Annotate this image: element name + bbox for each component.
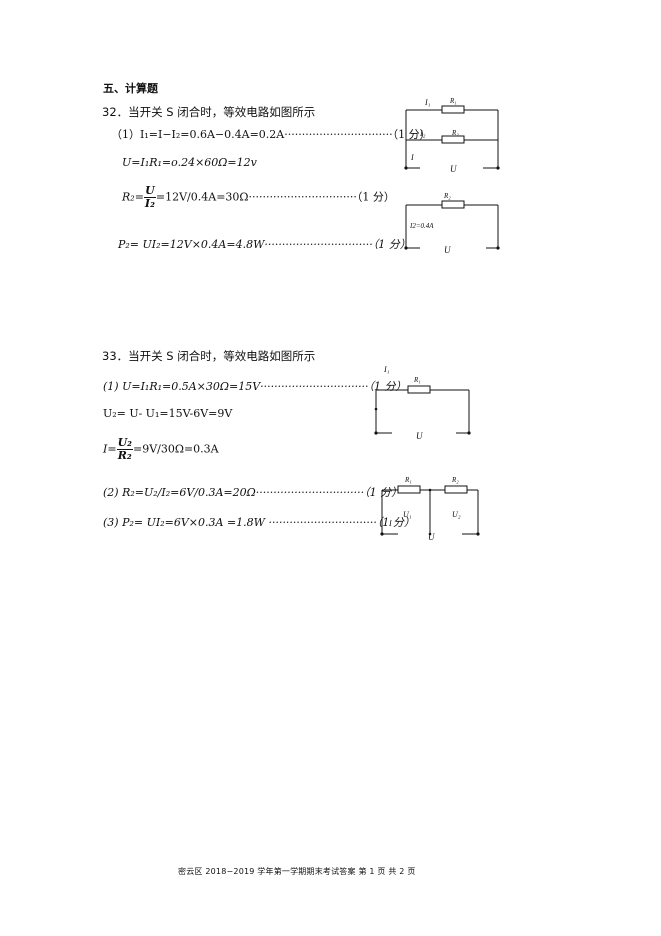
- label-r1: R₁: [404, 476, 412, 484]
- resistor-r1: [441, 105, 465, 114]
- q33-line3-lhs: I=: [103, 442, 117, 456]
- q32-fraction-denominator: I₂: [144, 197, 155, 210]
- resistor-r2: [441, 135, 465, 144]
- q32-line4: P₂= UI₂=12V×0.4A=4.8W···················…: [118, 238, 411, 251]
- resistor-r1: [407, 385, 431, 394]
- label-u: U: [444, 245, 451, 255]
- q33-line5: (3) P₂= UI₂=6V×0.3A =1.8W ··············…: [103, 516, 415, 529]
- q33-fraction-denominator: R₂: [117, 449, 132, 462]
- q33-title: 33．当开关 S 闭合时，等效电路如图所示: [102, 349, 316, 363]
- q32-line3-lhs: R₂=: [122, 190, 144, 204]
- q32-title: 32．当开关 S 闭合时，等效电路如图所示: [102, 105, 316, 119]
- q33-line2: U₂= U- U₁=15V-6V=9V: [103, 407, 233, 420]
- q32-line3-rhs: =12V/0.4A=30Ω···························…: [155, 190, 395, 204]
- label-u: U: [416, 431, 423, 441]
- label-u: U: [428, 532, 435, 542]
- junction-dot: [374, 407, 378, 411]
- terminal-left: [374, 431, 378, 435]
- junction-bottom: [428, 532, 432, 536]
- section-title: 五、计算题: [103, 82, 158, 95]
- resistor-r1: [397, 485, 421, 494]
- q32-line2: U=I₁R₁=o.24×60Ω=12v: [122, 156, 257, 169]
- label-u2: U₂: [452, 510, 461, 519]
- label-i1: I₁: [424, 98, 431, 107]
- q32-circuit-parallel: I₁ R₁ I₂ R₂ I U: [404, 97, 500, 174]
- q32-circuit-r2: R₂ I2=0.4A U: [404, 192, 500, 255]
- q33-fraction-numerator: U₂: [116, 436, 133, 450]
- label-i: I: [388, 519, 392, 528]
- terminal-right: [496, 166, 500, 170]
- terminal-right: [476, 532, 480, 536]
- terminal-left: [380, 532, 384, 536]
- label-i2: I₂: [419, 129, 426, 138]
- q33-line1: (1) U=I₁R₁=0.5A×30Ω=15V·················…: [103, 380, 407, 393]
- label-r2: R₂: [451, 476, 459, 484]
- label-r2: R₂: [443, 192, 451, 200]
- q33-circuit-r1: I₁ R₁ U: [374, 365, 471, 441]
- junction-top: [428, 488, 432, 492]
- q32-line1: （1）I₁=I−I₂=0.6A−0.4A=0.2A···············…: [111, 128, 431, 141]
- label-r2: R₂: [451, 129, 459, 137]
- label-r1: R₁: [413, 376, 421, 384]
- resistor-r2: [444, 485, 468, 494]
- label-u: U: [450, 164, 457, 174]
- label-r1: R₁: [449, 97, 457, 105]
- resistor-r2: [441, 200, 465, 209]
- q32-fraction-numerator: U: [143, 184, 156, 198]
- label-i1: I₁: [383, 365, 390, 374]
- page-footer: 密云区 2018−2019 学年第一学期期末考试答案 第 1 页 共 2 页: [178, 867, 416, 876]
- terminal-right: [467, 431, 471, 435]
- label-u1: U₁: [403, 510, 412, 519]
- terminal-left: [404, 246, 408, 250]
- label-i2: I2=0.4A: [409, 222, 434, 230]
- label-i: I: [410, 153, 414, 162]
- terminal-left: [404, 166, 408, 170]
- q33-circuit-series: R₁ R₂ U₁ U₂ I U: [380, 476, 480, 542]
- q33-line4: (2) R₂=U₂/I₂=6V/0.3A=20Ω················…: [103, 486, 403, 499]
- terminal-right: [496, 246, 500, 250]
- q33-line3-rhs: =9V/30Ω=0.3A: [132, 442, 219, 456]
